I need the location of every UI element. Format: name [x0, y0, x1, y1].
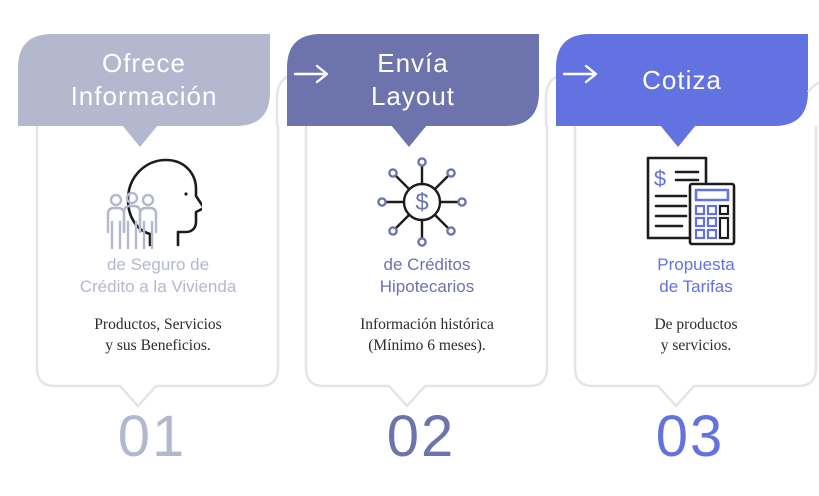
step-title: Ofrece Información	[18, 34, 270, 126]
step-title-line1: Envía	[377, 48, 449, 78]
step-title: Cotiza	[556, 34, 808, 126]
step-card-2: Envía Layout	[275, 0, 555, 496]
step-description-line1: De productos	[654, 316, 738, 333]
step-subtitle: de Créditos Hipotecarios	[307, 254, 547, 298]
step-card-3: Cotiza $	[544, 0, 819, 496]
arrow-right-icon	[562, 64, 598, 84]
header-pointer	[122, 125, 158, 147]
header-pointer	[660, 125, 696, 147]
step-subtitle: Propuesta de Tarifas	[576, 254, 816, 298]
step-description-line2: (Mínimo 6 meses).	[368, 337, 486, 354]
step-number: 02	[386, 404, 456, 469]
step-description: De productos y servicios.	[576, 314, 816, 356]
step-subtitle-line2: de Tarifas	[659, 277, 733, 296]
step-description-line2: y sus Beneficios.	[105, 337, 211, 354]
header-pointer	[391, 125, 427, 147]
step-title-line1: Ofrece	[101, 48, 187, 78]
step-subtitle-line1: de Créditos	[383, 255, 471, 274]
connector-line	[807, 81, 819, 93]
card-outline	[35, 126, 280, 408]
arrow-right-icon	[293, 64, 329, 84]
invoice-calculator-icon: $	[646, 156, 736, 246]
dollar-network-icon: $	[377, 157, 467, 247]
step-subtitle: de Seguro de Crédito a la Vivienda	[38, 254, 278, 298]
step-subtitle-line2: Hipotecarios	[379, 277, 475, 296]
step-title-line1: Cotiza	[642, 64, 722, 95]
header-shape	[287, 34, 539, 126]
step-subtitle-line1: Propuesta	[657, 255, 735, 274]
head-people-icon	[106, 158, 202, 250]
step-description-line1: Información histórica	[360, 316, 494, 333]
card-outline	[573, 126, 818, 408]
step-card-frame	[544, 34, 819, 408]
header-shape	[18, 34, 270, 126]
step-description: Productos, Servicios y sus Beneficios.	[38, 314, 278, 356]
step-subtitle-line2: Crédito a la Vivienda	[79, 277, 237, 296]
step-card-frame	[18, 34, 280, 408]
step-number: 03	[655, 404, 725, 469]
step-subtitle-line1: de Seguro de	[106, 255, 210, 274]
header-shape	[556, 34, 808, 126]
step-card-frame	[275, 34, 549, 408]
svg-text:$: $	[415, 189, 428, 216]
step-title-line2: Información	[70, 81, 218, 111]
step-title-line2: Layout	[370, 81, 456, 111]
step-card-1: Ofrece Información de Seguro de Crédito …	[18, 0, 286, 496]
step-description-line1: Productos, Servicios	[94, 316, 222, 333]
card-outline	[304, 126, 549, 408]
svg-text:$: $	[654, 166, 666, 191]
step-number: 01	[117, 404, 187, 469]
step-description-line2: y servicios.	[660, 337, 732, 354]
step-description: Información histórica (Mínimo 6 meses).	[307, 314, 547, 356]
step-title: Envía Layout	[287, 34, 539, 126]
